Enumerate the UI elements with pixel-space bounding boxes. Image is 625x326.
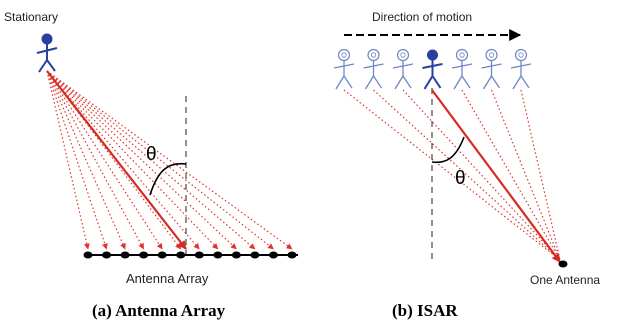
caption-a: (a) Antenna Array	[92, 301, 226, 320]
antenna-dot-icon	[250, 251, 260, 259]
ray-a	[46, 70, 219, 250]
antenna-dot-icon	[139, 251, 149, 259]
ray-a	[46, 70, 90, 250]
antenna-dot-icon	[287, 251, 297, 259]
theta-label-a: θ	[146, 144, 157, 165]
ray-b	[461, 89, 561, 261]
ray-a	[46, 70, 256, 250]
antenna-dot-icon	[231, 251, 241, 259]
ray-a	[46, 70, 237, 250]
person-track	[333, 48, 532, 90]
motion-label: Direction of motion	[372, 10, 472, 24]
ray-b	[343, 89, 561, 261]
person-current-icon	[422, 49, 443, 90]
caption-b: (b) ISAR	[392, 301, 458, 320]
person-ghost-icon	[451, 48, 473, 90]
ray-a	[46, 70, 200, 250]
antenna-dot-icon	[268, 251, 278, 259]
stationary-person-icon	[36, 33, 58, 73]
array-label: Antenna Array	[126, 271, 209, 286]
angle-arc-a	[149, 162, 187, 196]
ray-b	[520, 89, 561, 261]
antenna-dot-icon	[176, 251, 186, 259]
panel-a: Stationary θ Antenna Array (a) Antenna A…	[4, 10, 298, 320]
antenna-dot-icon	[558, 260, 568, 268]
antenna-dot-icon	[83, 251, 93, 259]
panel-b: Direction of motion θ One Antenna (b) IS…	[333, 10, 600, 320]
ray-a	[46, 70, 274, 250]
ray-b	[402, 89, 561, 261]
person-ghost-icon	[333, 48, 355, 90]
antenna-dot-icon	[157, 251, 167, 259]
ray-a	[46, 70, 108, 250]
ray-fan-a	[46, 70, 293, 250]
main-ray-b	[431, 89, 561, 263]
stationary-label: Stationary	[4, 10, 58, 24]
ray-b	[373, 89, 561, 261]
person-ghost-icon	[481, 48, 502, 90]
antenna-array	[83, 251, 297, 259]
main-ray-a	[46, 70, 187, 250]
antenna-dot-icon	[194, 251, 204, 259]
ray-a	[46, 70, 163, 250]
antenna-dot-icon	[120, 251, 130, 259]
person-ghost-icon	[392, 48, 414, 90]
ray-fan-b	[343, 89, 561, 261]
antenna-dot-icon	[213, 251, 223, 259]
ray-b	[490, 89, 561, 261]
ray-a	[46, 70, 126, 250]
ray-a	[46, 70, 145, 250]
person-ghost-icon	[510, 48, 532, 90]
antenna-label: One Antenna	[530, 273, 600, 287]
theta-label-b: θ	[455, 168, 466, 189]
ray-a	[46, 70, 293, 250]
antenna-dot-icon	[102, 251, 112, 259]
angle-arc-b	[431, 136, 465, 164]
person-ghost-icon	[363, 48, 384, 90]
